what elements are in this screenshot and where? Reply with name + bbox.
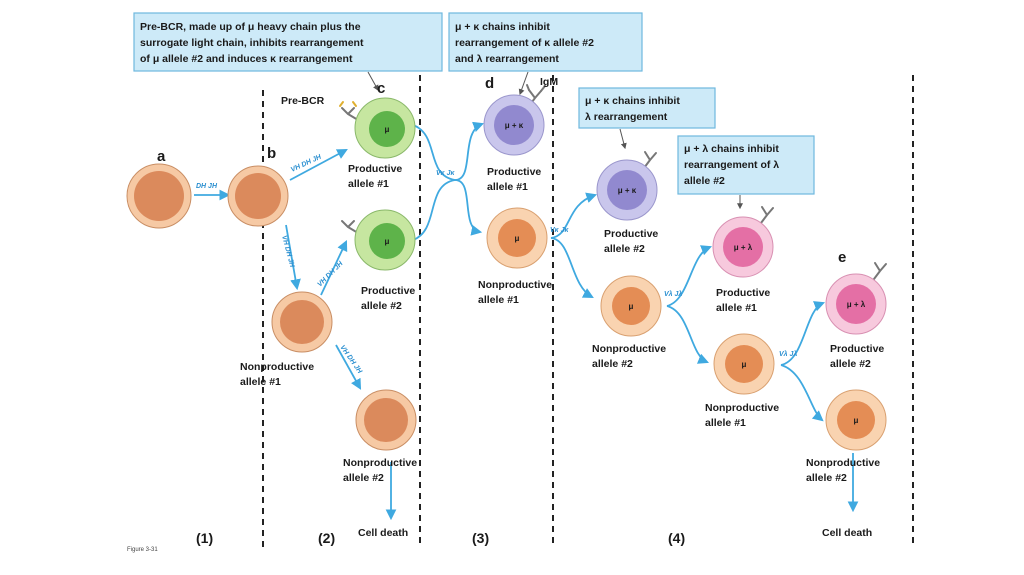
cap-ln2-b: allele #2: [806, 472, 847, 484]
cap-kn2-a: Nonproductive: [592, 343, 666, 355]
cell-e-productive-2: μ + λ: [825, 273, 887, 335]
note-ml-line1: μ + λ chains inhibit: [684, 143, 779, 155]
flow-arrows: [194, 121, 859, 521]
cap-k2-a: Productive: [604, 228, 658, 240]
gene-vk-jk-1: Vκ Jκ: [436, 170, 455, 177]
stage-1: (1): [196, 530, 213, 546]
cell-c2-text: μ: [385, 237, 390, 246]
cap-d2-b: allele #1: [478, 294, 519, 306]
igm-receptor-kappa2: [643, 151, 657, 169]
cell-lambda-nonproductive-1: μ: [713, 333, 775, 395]
cap-ln1-b: allele #1: [705, 417, 746, 429]
igm-receptor-lambda1: [760, 206, 774, 224]
cap-c1-b: allele #1: [348, 178, 389, 190]
cell-k2-text: μ + κ: [618, 186, 637, 195]
letter-b: b: [267, 145, 276, 162]
cap-d1-b: allele #1: [487, 181, 528, 193]
cell-kappa-productive-2: μ + κ: [596, 159, 658, 221]
stage-4: (4): [668, 530, 685, 546]
cap-c2-a: Productive: [361, 285, 415, 297]
cap-c2-b: allele #2: [361, 300, 402, 312]
stage-3: (3): [472, 530, 489, 546]
cell-e-text: μ + λ: [847, 300, 866, 309]
cell-c-productive-1: μ: [354, 97, 416, 159]
cap-bn2-a: Nonproductive: [343, 457, 417, 469]
cell-lambda-productive-1: μ + λ: [712, 216, 774, 278]
stage-numbers: (1) (2) (3) (4): [196, 530, 685, 546]
note-mu-kappa-lambda: μ + κ chains inhibit λ rearrangement: [578, 87, 716, 129]
cell-lambda-nonproductive-2: μ: [825, 389, 887, 451]
gene-dh-jh: DH JH: [196, 183, 218, 190]
cell-ln2-text: μ: [854, 416, 859, 425]
cell-captions: Productive allele #1 Productive allele #…: [240, 163, 884, 539]
cell-kn2-text: μ: [629, 302, 634, 311]
cap-bn2-b: allele #2: [343, 472, 384, 484]
cap-ln2-a: Nonproductive: [806, 457, 880, 469]
figure-footer: Figure 3-31: [127, 547, 158, 553]
cell-c-productive-2: μ: [354, 209, 416, 271]
gene-vh-dh-jh-left: VH DH JH: [280, 235, 295, 269]
label-pre-bcr: Pre-BCR: [281, 95, 325, 107]
note-mu-kappa-line2: rearrangement of κ allele #2: [455, 37, 594, 49]
igm-receptor-lambda2: [873, 262, 887, 280]
gene-vh-dh-jh-mid: VH DH JH: [316, 260, 345, 289]
gene-vk-jk-2: Vκ Jκ: [550, 227, 569, 234]
cap-k2-b: allele #2: [604, 243, 645, 255]
stage-2: (2): [318, 530, 335, 546]
cap-d2-a: Nonproductive: [478, 279, 552, 291]
stage-letters: a b c d e: [157, 75, 846, 266]
cell-a: [126, 163, 192, 229]
gene-vl-jl-2: Vλ Jλ: [779, 350, 797, 358]
note-pointers: [367, 71, 743, 210]
note-mu-kappa-line3: and λ rearrangement: [455, 53, 559, 65]
cell-ln1-text: μ: [742, 360, 747, 369]
cell-c1-text: μ: [385, 125, 390, 134]
cell-d-productive-1: μ + κ: [483, 94, 545, 156]
cap-kn2-b: allele #2: [592, 358, 633, 370]
cap-ln1-a: Nonproductive: [705, 402, 779, 414]
cap-e-b: allele #2: [830, 358, 871, 370]
cap-bn1-b: allele #1: [240, 376, 281, 388]
cap-l1-b: allele #1: [716, 302, 757, 314]
cell-l1-text: μ + λ: [734, 243, 753, 252]
cap-l1-a: Productive: [716, 287, 770, 299]
label-igm: IgM: [540, 76, 558, 88]
note-mu-kappa-line1: μ + κ chains inhibit: [455, 21, 550, 33]
cell-b-nonproductive-2: [355, 389, 417, 451]
cell-d-nonproductive-1: μ: [486, 207, 548, 269]
note-prebcr-line3: of μ allele #2 and induces κ rearrangeme…: [140, 53, 353, 65]
cap-bn1-a: Nonproductive: [240, 361, 314, 373]
cell-b: [227, 165, 289, 227]
cap-e-a: Productive: [830, 343, 884, 355]
pre-bcr-receptor-2: [341, 220, 359, 234]
note-mu-lambda: μ + λ chains inhibit rearrangement of λ …: [677, 135, 815, 195]
stage-dividers: [262, 75, 914, 548]
cap-d1-a: Productive: [487, 166, 541, 178]
letter-e: e: [838, 249, 846, 266]
cap-cell-death-1: Cell death: [358, 527, 408, 539]
cap-cell-death-2: Cell death: [822, 527, 872, 539]
note-prebcr-line2: surrogate light chain, inhibits rearrang…: [140, 37, 364, 49]
cell-kappa-nonproductive-2: μ: [600, 275, 662, 337]
cell-d1-text: μ + κ: [505, 121, 524, 130]
note-ml-line2: rearrangement of λ: [684, 159, 779, 171]
note-mkl-line2: λ rearrangement: [585, 111, 668, 123]
gene-vl-jl-1: Vλ Jλ: [664, 290, 682, 298]
cell-b-nonproductive-1: [271, 291, 333, 353]
letter-c: c: [377, 80, 385, 97]
cell-d2-text: μ: [515, 234, 520, 243]
pre-bcr-receptor-1: [339, 101, 359, 121]
note-mu-kappa: μ + κ chains inhibit rearrangement of κ …: [448, 12, 643, 72]
note-prebcr-line1: Pre-BCR, made up of μ heavy chain plus t…: [140, 21, 361, 33]
cap-c1-a: Productive: [348, 163, 402, 175]
note-ml-line3: allele #2: [684, 175, 725, 187]
note-prebcr: Pre-BCR, made up of μ heavy chain plus t…: [133, 12, 443, 72]
letter-a: a: [157, 148, 166, 165]
letter-d: d: [485, 75, 494, 92]
note-mkl-line1: μ + κ chains inhibit: [585, 95, 680, 107]
